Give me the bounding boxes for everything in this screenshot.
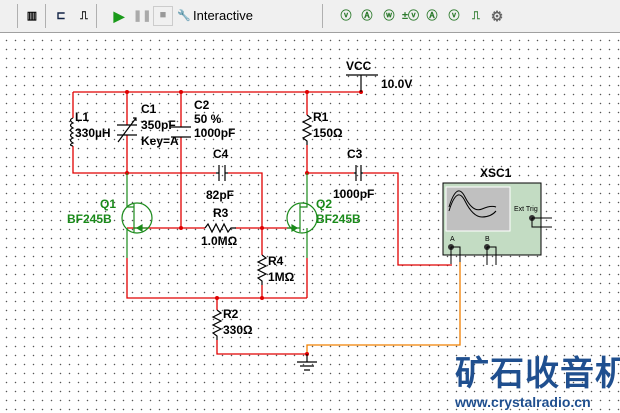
vcc-symbol xyxy=(346,74,378,92)
transistors xyxy=(121,173,318,258)
c2-value: 1000pF xyxy=(194,126,235,140)
q2-ref: Q2 xyxy=(316,197,332,211)
c4-ref: C4 xyxy=(213,147,229,161)
stop-icon[interactable]: ■ xyxy=(153,6,173,26)
voltmeter-probe-icon[interactable]: ⓥ xyxy=(340,10,352,22)
l1-ref: L1 xyxy=(75,110,89,124)
current-probe-icon[interactable]: Ⓐ xyxy=(426,10,438,22)
c2-percent: 50 % xyxy=(194,112,222,126)
differential-voltage-probe-icon[interactable]: ±ⓥ xyxy=(402,10,420,22)
oscilloscope-xsc1[interactable]: XSC1 Ext Trig A B xyxy=(442,166,552,265)
watermark: 矿石收音机 www.crystalradio.cn xyxy=(454,355,620,410)
toolbar-separator xyxy=(96,4,97,28)
component-icon[interactable]: ▥ xyxy=(26,10,38,22)
r1-ref: R1 xyxy=(313,110,329,124)
q1-model: BF245B xyxy=(67,212,112,226)
c3-ref: C3 xyxy=(347,147,363,161)
ammeter-probe-icon[interactable]: Ⓐ xyxy=(361,10,373,22)
pause-icon[interactable]: ❚❚ xyxy=(133,10,152,22)
r3-value: 1.0MΩ xyxy=(201,234,238,248)
run-icon[interactable]: ▶ xyxy=(113,8,125,24)
q1-ref: Q1 xyxy=(100,197,116,211)
c2-ref: C2 xyxy=(194,98,210,112)
c4-value: 82pF xyxy=(206,188,234,202)
capacitor-c2 xyxy=(171,126,191,138)
c1-ref: C1 xyxy=(141,102,157,116)
l1-value: 330µH xyxy=(75,126,111,140)
toolbar-separator xyxy=(45,4,46,28)
hierarchy-icon[interactable]: ⊏ xyxy=(56,10,66,22)
probe-wire xyxy=(306,262,461,355)
ground-symbol xyxy=(297,354,317,371)
c3-value: 1000pF xyxy=(333,187,374,201)
pulse-icon[interactable]: ⎍ xyxy=(80,10,88,22)
resistor-r2 xyxy=(211,309,223,340)
watermark-url: www.crystalradio.cn xyxy=(454,394,591,410)
r2-ref: R2 xyxy=(223,307,239,321)
r4-ref: R4 xyxy=(268,254,284,268)
digital-probe-icon[interactable]: ⎍ xyxy=(472,10,480,22)
labels: VCC 10.0V L1 330µH C1 350pF Key=A C2 50 … xyxy=(67,59,412,337)
simulation-mode-label[interactable]: Interactive xyxy=(193,8,253,23)
resistor-r3 xyxy=(204,222,236,234)
capacitor-c4 xyxy=(216,165,228,181)
transistor-q1 xyxy=(121,173,153,258)
toolbar: ▥ ⊏ ⎍ ▶ ❚❚ ■ 🔧 Interactive ⓥ Ⓐ ⓦ ±ⓥ Ⓐ ⓥ … xyxy=(0,0,620,33)
watermark-title: 矿石收音机 xyxy=(455,355,620,393)
wattmeter-probe-icon[interactable]: ⓦ xyxy=(383,10,395,22)
r2-value: 330Ω xyxy=(223,323,253,337)
channel-b-label: B xyxy=(485,236,490,243)
vcc-value: 10.0V xyxy=(381,77,412,91)
transistor-q2 xyxy=(286,173,318,258)
resistor-r4 xyxy=(256,254,268,285)
r1-value: 150Ω xyxy=(313,126,343,140)
inductor-l1 xyxy=(69,117,75,147)
settings-icon[interactable]: ⚙ xyxy=(490,8,504,24)
c1-key: Key=A xyxy=(141,134,179,148)
reference-probe-icon[interactable]: ⓥ xyxy=(448,10,460,22)
ext-trig-label: Ext Trig xyxy=(514,206,538,213)
c1-value: 350pF xyxy=(141,118,176,132)
channel-a-label: A xyxy=(450,236,455,243)
r3-ref: R3 xyxy=(213,206,229,220)
vcc-label: VCC xyxy=(346,59,372,73)
capacitor-c1 xyxy=(117,117,137,143)
r4-value: 1MΩ xyxy=(268,270,295,284)
scope-ref: XSC1 xyxy=(480,166,512,180)
waveform-icon xyxy=(448,190,497,218)
wires xyxy=(72,91,452,355)
toolbar-separator xyxy=(17,4,18,28)
q2-model: BF245B xyxy=(316,212,361,226)
capacitor-c3 xyxy=(354,165,363,181)
resistor-r1 xyxy=(301,114,313,145)
components xyxy=(69,74,378,371)
wrench-icon: 🔧 xyxy=(177,10,191,22)
toolbar-separator xyxy=(322,4,323,28)
